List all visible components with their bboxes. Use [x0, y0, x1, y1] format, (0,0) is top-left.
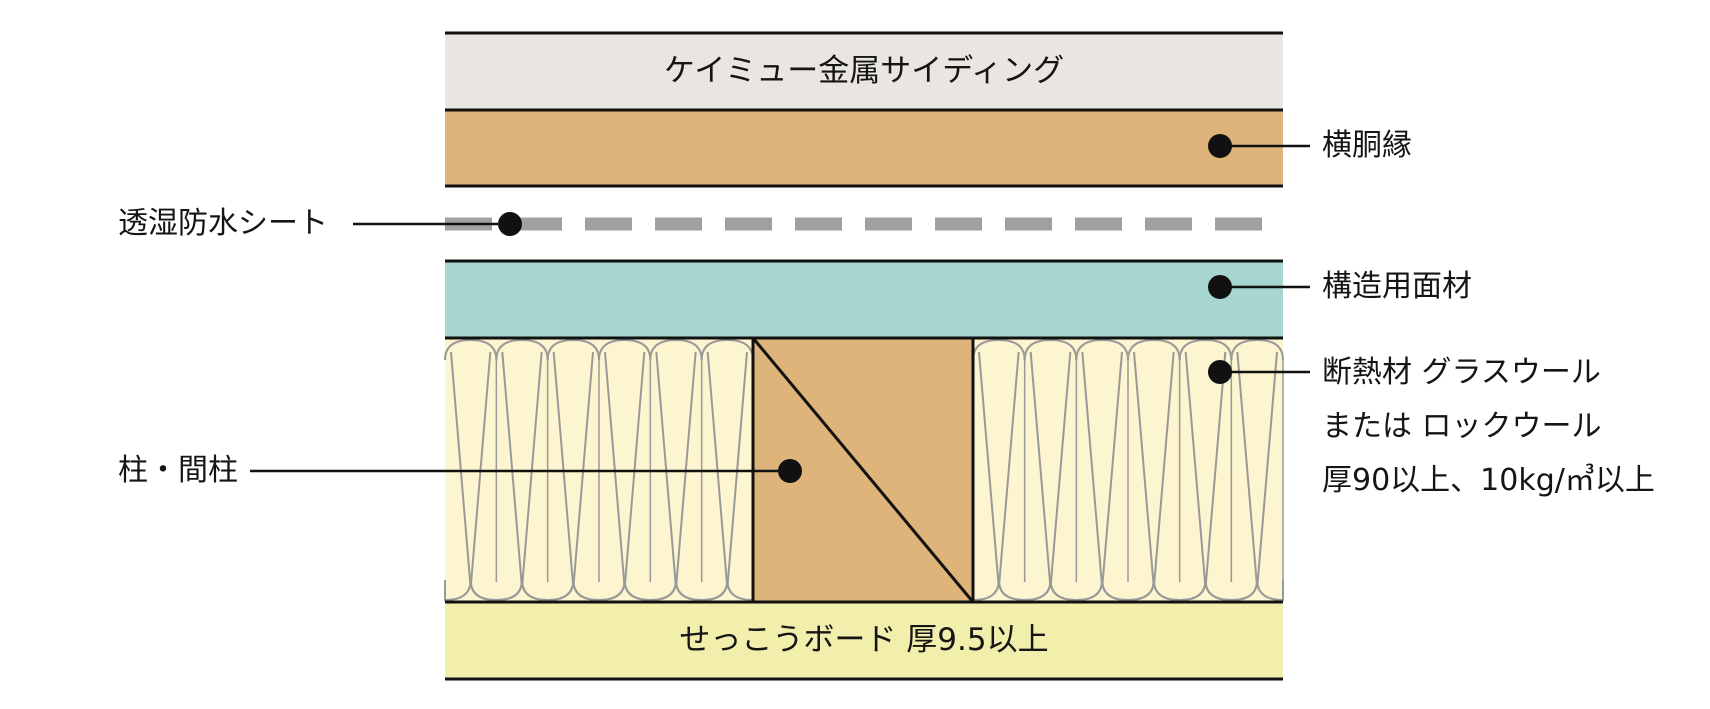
wool-loop-top — [1230, 338, 1284, 361]
wool-loop-bottom — [1049, 579, 1104, 602]
wool-fiber-line — [1152, 351, 1175, 589]
wool-loop-top — [598, 338, 652, 361]
wool-fiber-line — [1204, 351, 1227, 589]
wool-fiber-line — [997, 351, 1020, 589]
wool-loop-top — [649, 338, 703, 361]
wool-loop-bottom — [572, 579, 626, 602]
wool-loop-bottom — [521, 579, 575, 602]
insulation-label: 断熱材 グラスウール または ロックウール 厚90以上、10kg/㎥以上 — [1322, 346, 1655, 508]
wool-fiber-line — [1049, 351, 1072, 589]
wool-loop-bottom — [1152, 579, 1207, 602]
stud-diagonal — [751, 337, 975, 603]
wool-loop-bottom — [623, 579, 677, 602]
insulation-label-line-1: 断熱材 グラスウール — [1322, 355, 1601, 390]
wool-loop-bottom — [675, 579, 729, 602]
siding-layer — [445, 33, 1283, 110]
wool-loop-top — [1127, 338, 1181, 361]
stud-label: 柱・間柱 — [118, 453, 238, 488]
sheathing-layer — [445, 261, 1283, 338]
wool-loop-top — [972, 338, 1026, 361]
wool-fiber-line — [1133, 351, 1155, 589]
membrane-label: 透湿防水シート — [118, 206, 328, 241]
wool-fiber-line — [978, 351, 1000, 589]
membrane-marker-dot — [498, 212, 522, 236]
wool-loop-top — [444, 338, 498, 361]
wool-fiber-line — [1236, 351, 1259, 589]
stud-marker-dot — [778, 459, 802, 483]
insulation-label-line-2: または ロックウール — [1322, 409, 1602, 444]
siding-label: ケイミュー金属サイディング — [663, 53, 1065, 89]
wool-loop-top — [1075, 338, 1129, 361]
wool-fiber-line — [1029, 351, 1052, 589]
wool-loop-top — [495, 338, 549, 361]
wool-loop-bottom — [997, 579, 1052, 602]
furring-marker-dot — [1208, 134, 1232, 158]
insulation-label-line-3: 厚90以上、10kg/㎥以上 — [1322, 463, 1655, 498]
wool-loop-top — [1178, 338, 1233, 361]
wool-fiber-line — [1256, 351, 1278, 589]
wool-loop-bottom — [1256, 579, 1284, 602]
gypsum-layer — [445, 602, 1283, 679]
wool-fiber-line — [1101, 351, 1123, 589]
gypsum-label: せっこうボード 厚9.5以上 — [679, 622, 1049, 658]
wool-loop-top — [700, 338, 754, 361]
furring-label: 横胴縁 — [1322, 128, 1412, 163]
wool-loop-bottom — [444, 579, 472, 602]
wool-loop-bottom — [469, 579, 523, 602]
sheathing-label: 構造用面材 — [1322, 269, 1472, 304]
sheathing-marker-dot — [1208, 275, 1232, 299]
wool-loop-bottom — [1101, 579, 1155, 602]
insulation-marker-dot — [1208, 360, 1232, 384]
insulation-pattern-right — [972, 338, 1284, 602]
wool-loop-top — [1023, 338, 1078, 361]
wool-fiber-line — [1081, 351, 1104, 589]
wool-fiber-line — [1184, 351, 1207, 589]
furring-layer — [445, 110, 1283, 186]
wool-loop-top — [546, 338, 600, 361]
wool-loop-bottom — [1204, 579, 1259, 602]
